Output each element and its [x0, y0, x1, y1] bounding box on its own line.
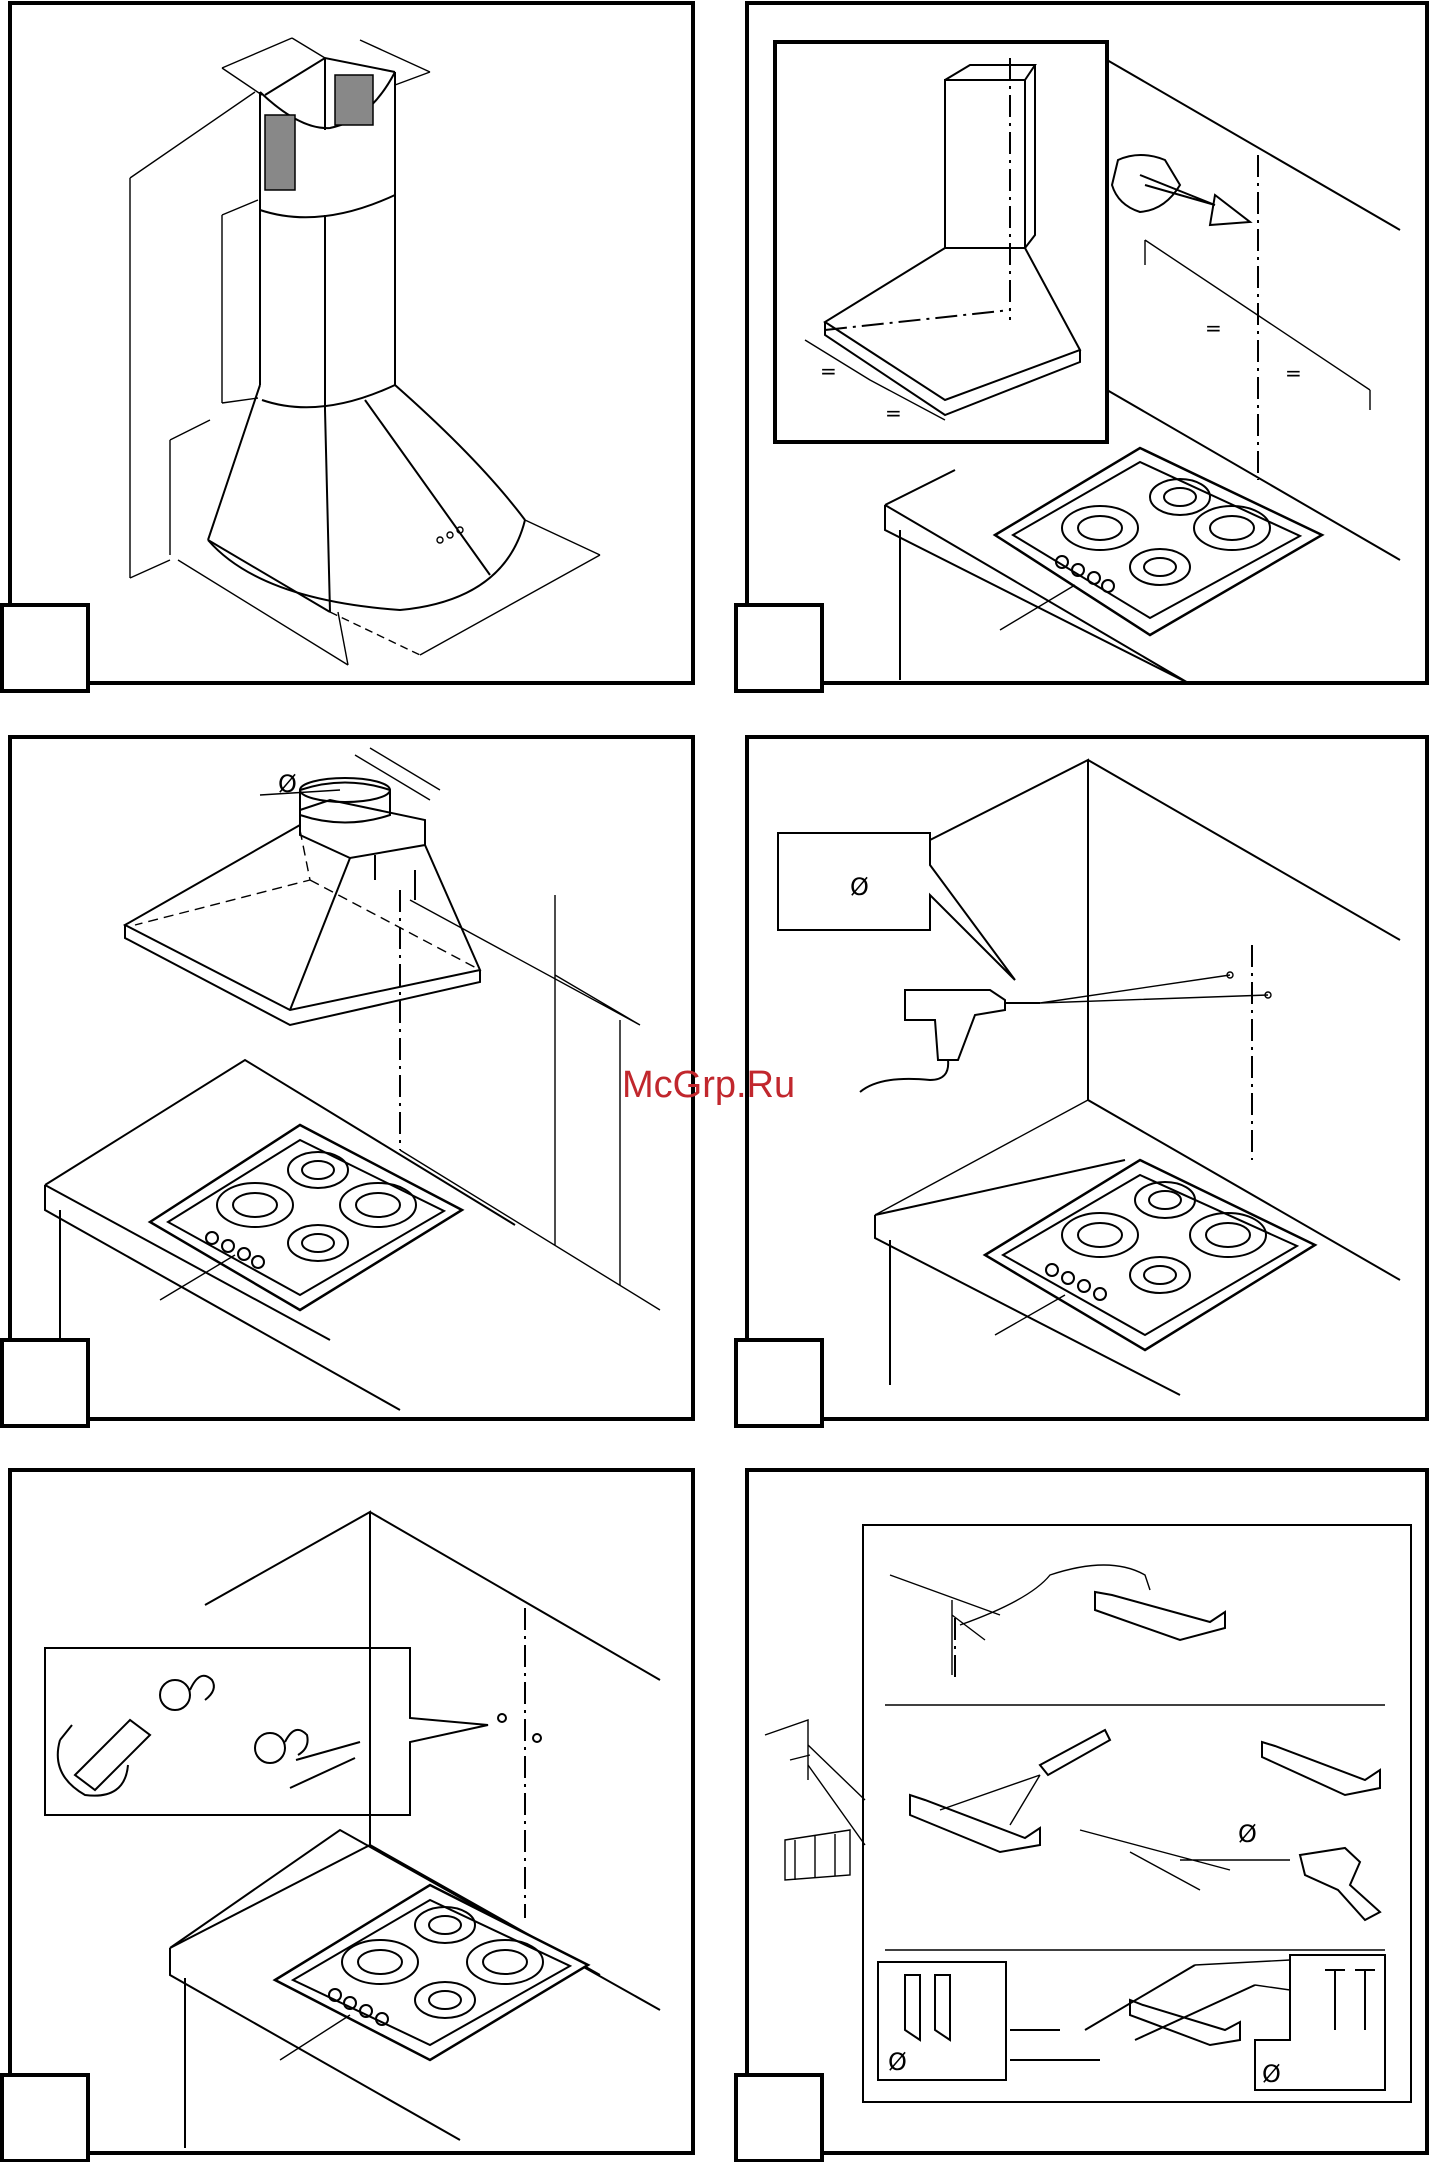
diameter-symbol-5: Ø: [1262, 2060, 1281, 2088]
vent-grille-right: [335, 75, 373, 125]
diameter-symbol-3: Ø: [1238, 1820, 1257, 1848]
panel-height-above-hob: Ø: [2, 737, 693, 1426]
diameter-symbol-4: Ø: [888, 2048, 907, 2076]
step-number-box-5: [2, 2075, 88, 2161]
equal-mark-2: =: [1285, 361, 1302, 385]
diameter-symbol-1: Ø: [278, 770, 297, 798]
step-number-box-3: [2, 1340, 88, 1426]
equal-mark-1: =: [1205, 316, 1222, 340]
panel-bracket-mounting: Ø Ø Ø: [736, 1470, 1427, 2161]
step-number-box-6: [736, 2075, 822, 2161]
panel-centerline-marking: = = = =: [736, 3, 1427, 691]
diameter-symbol-2: Ø: [850, 873, 869, 901]
step-number-box-4: [736, 1340, 822, 1426]
panel-screw-insertion: [2, 1470, 693, 2161]
equal-mark-3: =: [820, 359, 837, 383]
vent-grille-left: [265, 115, 295, 190]
panel-hood-dimensions: [2, 3, 693, 691]
watermark: McGrp.Ru: [622, 1064, 795, 1106]
step-number-box-1: [2, 605, 88, 691]
step-number-box-2: [736, 605, 822, 691]
panel-wall-drilling: Ø: [736, 737, 1427, 1426]
equal-mark-4: =: [885, 401, 902, 425]
